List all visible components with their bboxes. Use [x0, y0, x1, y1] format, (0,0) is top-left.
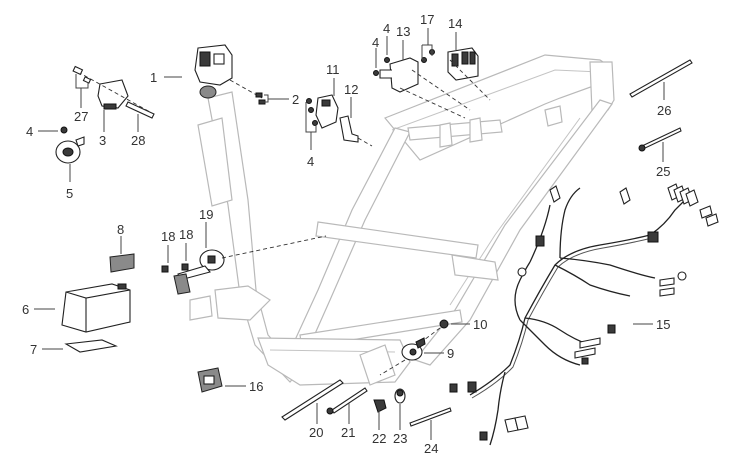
callout-11: 11: [326, 62, 340, 77]
callout-4d: 4: [307, 154, 314, 169]
callout-4c: 4: [383, 21, 390, 36]
horn-relay-bracket[interactable]: [77, 71, 151, 113]
callout-25: 25: [656, 164, 670, 179]
battery-pad-bottom[interactable]: [64, 339, 118, 353]
callout-4a: 4: [26, 124, 33, 139]
callout-2: 2: [292, 92, 299, 107]
battery[interactable]: [61, 283, 131, 333]
callout-20: 20: [309, 425, 323, 440]
nut-horn[interactable]: [60, 126, 68, 134]
bolt-rear[interactable]: [638, 127, 682, 152]
callout-15: 15: [656, 317, 670, 332]
leader-lines: [34, 28, 665, 440]
rubber-mount[interactable]: [197, 367, 223, 393]
relay-bracket[interactable]: [339, 115, 373, 147]
battery-pad-top[interactable]: [109, 253, 135, 273]
callout-18b: 18: [179, 227, 193, 242]
callout-1: 1: [150, 70, 157, 85]
callout-23: 23: [393, 431, 407, 446]
relay-mount-rod[interactable]: [125, 101, 155, 119]
callout-16: 16: [249, 379, 263, 394]
callout-27: 27: [74, 109, 88, 124]
horn[interactable]: [55, 136, 85, 164]
cable-tie-medium[interactable]: [409, 407, 452, 427]
callout-6: 6: [22, 302, 29, 317]
clip-b[interactable]: [394, 388, 406, 404]
bolt-sensor-a[interactable]: [161, 265, 169, 273]
callout-8: 8: [117, 222, 124, 237]
callout-12: 12: [344, 82, 358, 97]
callout-24: 24: [424, 441, 438, 456]
callout-19: 19: [199, 207, 213, 222]
voltage-regulator[interactable]: [373, 57, 471, 119]
callout-7: 7: [30, 342, 37, 357]
clip-a[interactable]: [373, 399, 387, 413]
callout-13: 13: [396, 24, 410, 39]
callout-4b: 4: [372, 35, 379, 50]
cable-tie-long[interactable]: [281, 379, 344, 421]
callout-22: 22: [372, 431, 386, 446]
side-stand-switch[interactable]: [379, 337, 426, 376]
bolts-relay-bracket[interactable]: [72, 65, 92, 84]
bolt-long[interactable]: [326, 387, 368, 415]
sensor-with-bracket[interactable]: [173, 235, 327, 295]
callout-21: 21: [341, 425, 355, 440]
callout-18a: 18: [161, 229, 175, 244]
fuse-box-screws[interactable]: [421, 49, 435, 63]
callout-5: 5: [66, 186, 73, 201]
harness-connectors-top: [504, 183, 719, 433]
cable-tie-rear[interactable]: [629, 59, 693, 98]
bolt-sensor-b[interactable]: [181, 263, 189, 271]
callout-17: 17: [420, 12, 434, 27]
motorcycle-frame: [189, 54, 615, 386]
ignition-switch-assembly[interactable]: [194, 44, 263, 99]
starter-relay[interactable]: [306, 94, 339, 129]
callout-14: 14: [448, 16, 462, 31]
nut-side-stand-switch[interactable]: [423, 319, 449, 341]
callout-26: 26: [657, 103, 671, 118]
callout-10: 10: [473, 317, 487, 332]
callout-28: 28: [131, 133, 145, 148]
callout-labels: 1 2 3 4 4 4 4 5 6 7 8 9 10 11 12 13 14 1…: [22, 12, 671, 456]
main-wiring-harness[interactable]: [449, 183, 719, 446]
callout-9: 9: [447, 346, 454, 361]
fuse-box[interactable]: [447, 47, 491, 101]
ignition-switch-bolts[interactable]: [255, 92, 266, 105]
callout-3: 3: [99, 133, 106, 148]
